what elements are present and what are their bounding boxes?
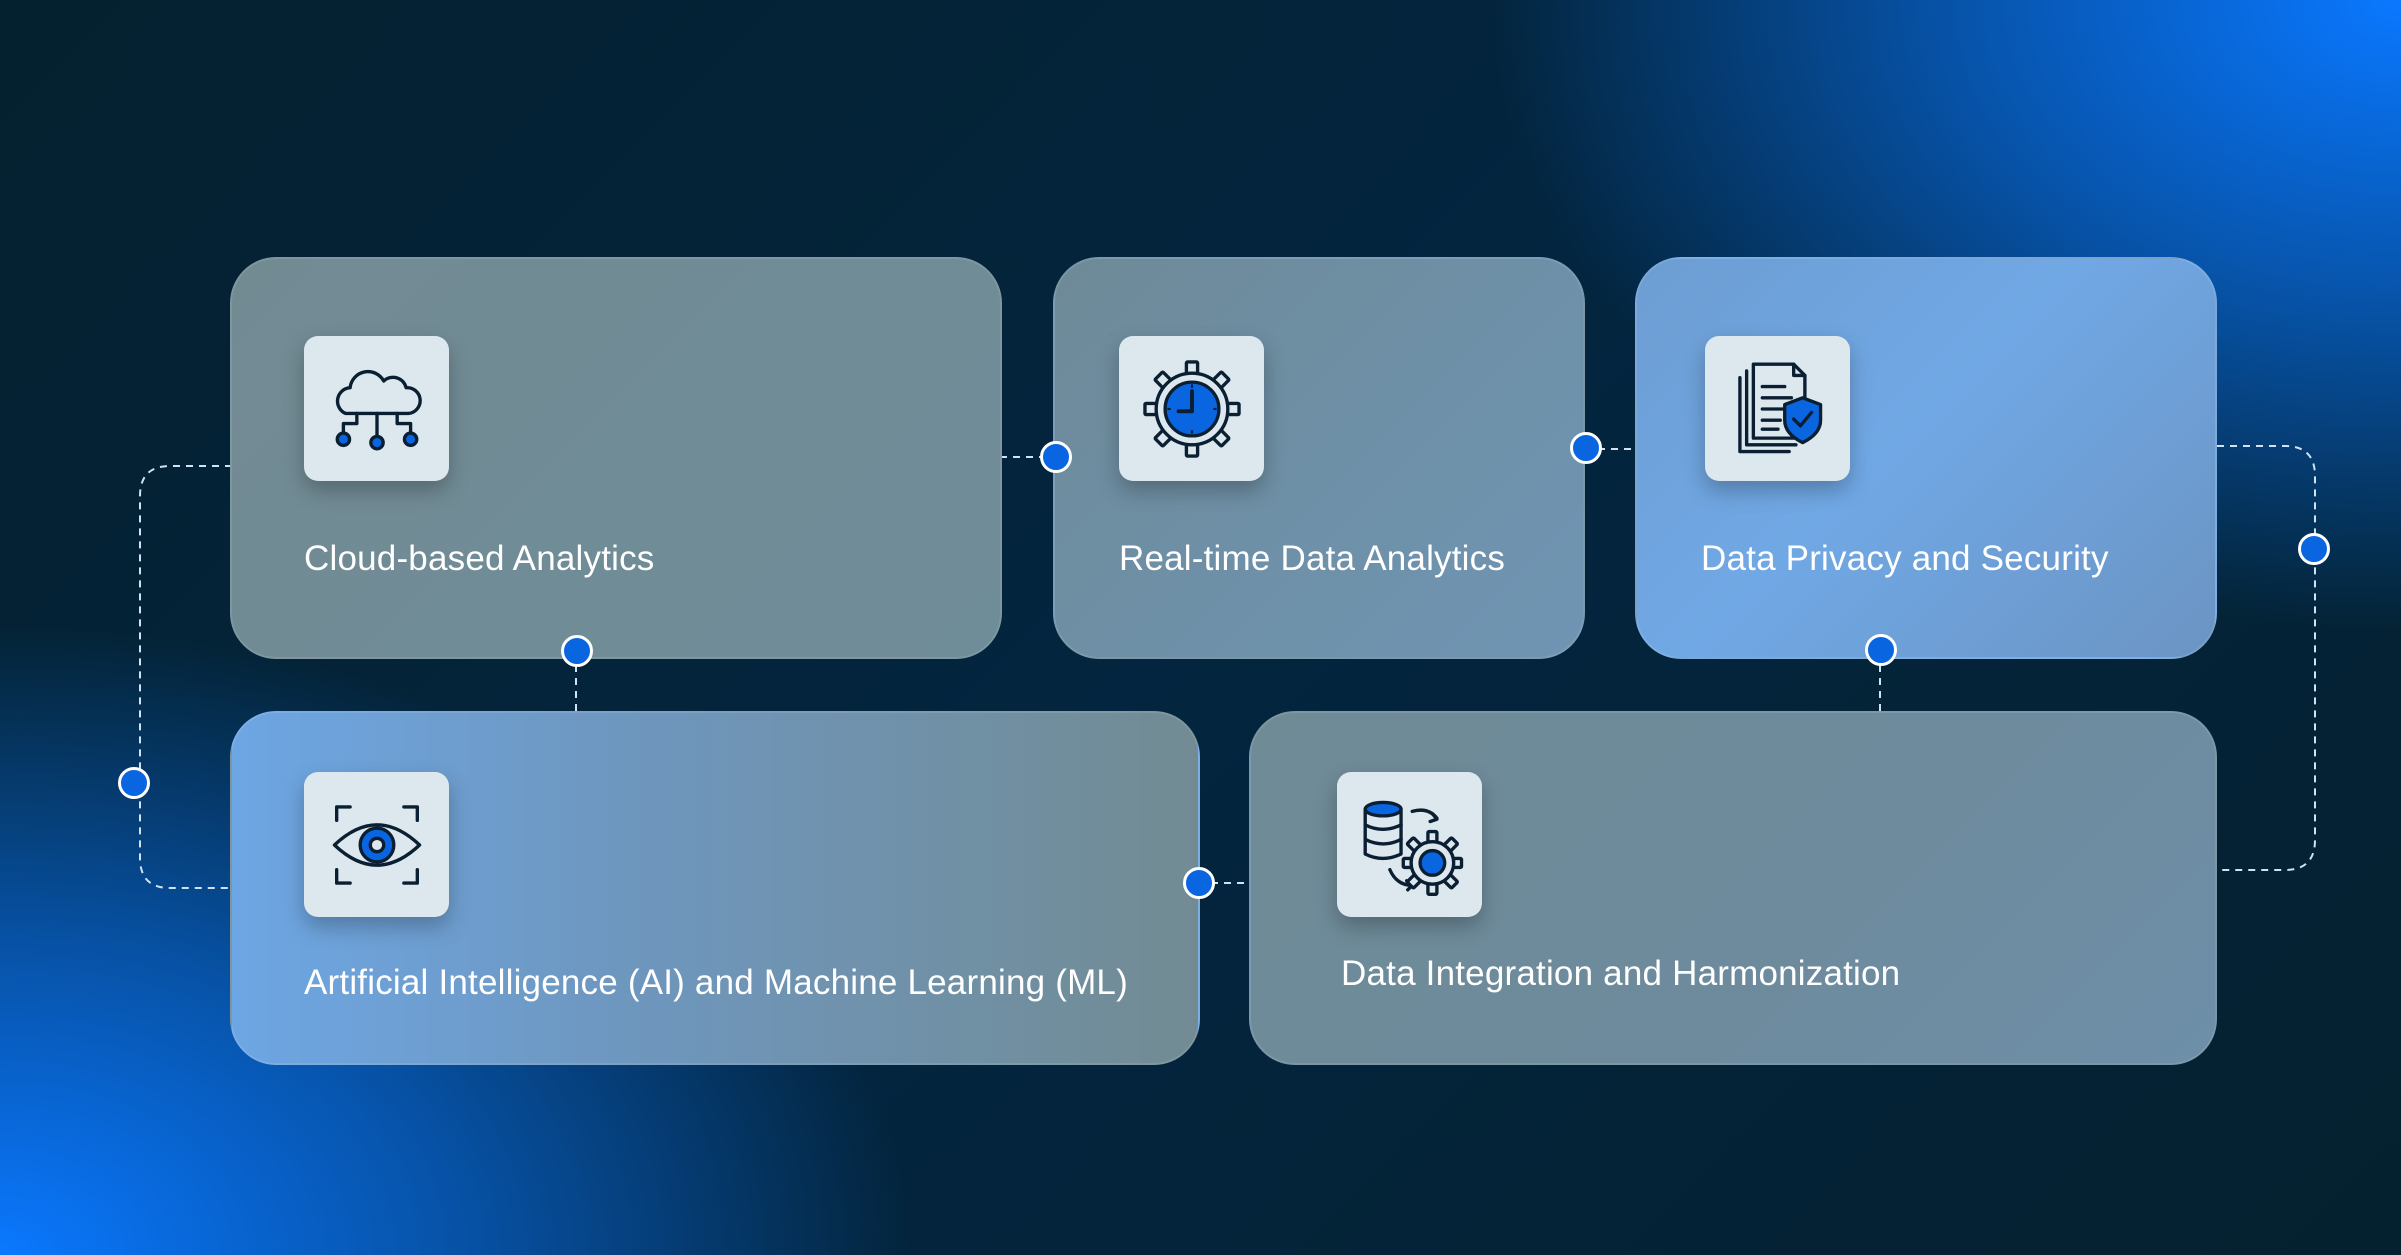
card-label: Real-time Data Analytics xyxy=(1119,539,1506,578)
card-privacy-security: Data Privacy and Security xyxy=(1635,257,2217,659)
connector-dot xyxy=(118,767,150,799)
gear-clock-icon xyxy=(1119,336,1264,481)
connector-right-loop xyxy=(2217,445,2316,871)
card-cloud-analytics: Cloud-based Analytics xyxy=(230,257,1002,659)
connector-dot xyxy=(1183,867,1215,899)
cloud-network-icon xyxy=(304,336,449,481)
connector-dot xyxy=(2298,533,2330,565)
connector-dot xyxy=(561,635,593,667)
eye-scan-icon xyxy=(304,772,449,917)
card-data-integration: Data Integration and Harmonization xyxy=(1249,711,2217,1065)
card-realtime-analytics: Real-time Data Analytics xyxy=(1053,257,1585,659)
document-shield-icon xyxy=(1705,336,1850,481)
database-gear-icon xyxy=(1337,772,1482,917)
card-ai-ml: Artificial Intelligence (AI) and Machine… xyxy=(230,711,1200,1065)
connector-dot xyxy=(1040,441,1072,473)
connector-dot xyxy=(1865,634,1897,666)
card-label: Data Integration and Harmonization xyxy=(1341,954,1901,993)
connector-dot xyxy=(1570,432,1602,464)
card-label: Cloud-based Analytics xyxy=(304,539,655,578)
card-label: Data Privacy and Security xyxy=(1701,539,2109,578)
connector-left-loop xyxy=(139,465,232,889)
card-label: Artificial Intelligence (AI) and Machine… xyxy=(304,963,1128,1002)
